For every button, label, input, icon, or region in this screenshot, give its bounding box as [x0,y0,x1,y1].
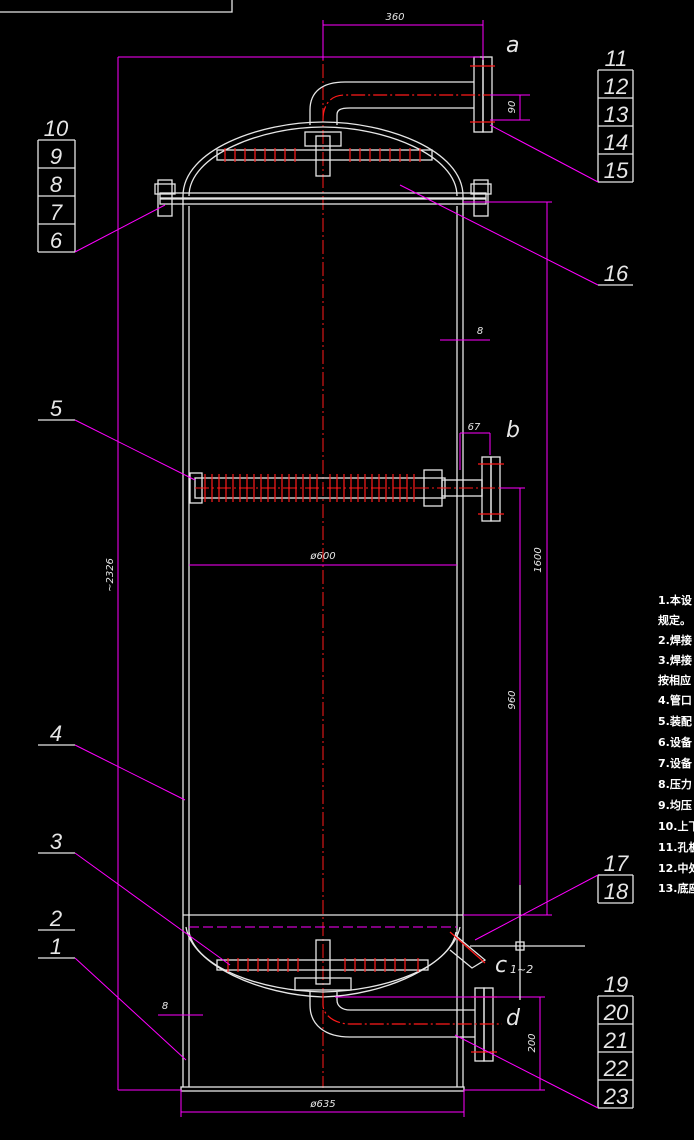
part-label-10: 10 [44,116,69,141]
right-part-labels [399,69,634,1109]
nozzle-a-pipe [309,56,495,133]
note-line: 8.压力 [658,777,692,791]
dim-360: 360 [385,12,404,23]
nozzle-label-c: c [495,953,507,978]
dim-635: ø635 [309,1099,335,1110]
part-label-1: 1 [50,934,62,959]
note-line: 2.焊接 [658,633,692,647]
part-label-22: 22 [603,1056,628,1081]
technical-notes: 1.本设 规定。 2.焊接 3.焊接 按相应 4.管口 5.装配 6.设备 7.… [658,593,694,895]
part-label-12: 12 [604,74,628,99]
part-label-9: 9 [50,144,62,169]
part-label-23: 23 [603,1084,629,1109]
note-line: 4.管口 [658,693,692,707]
part-label-13: 13 [604,102,629,127]
part-label-8: 8 [50,172,63,197]
dim-2326: ~2326 [105,558,116,592]
part-label-14: 14 [604,130,628,155]
dim-960: 960 [507,690,518,709]
dim-200: 200 [527,1033,538,1052]
note-line: 10.上下 [658,819,694,833]
part-label-7: 7 [50,200,63,225]
note-line: 11.孔板 [658,840,694,854]
nozzle-label-b: b [506,418,520,443]
nozzle-label-c-sub: 1~2 [510,963,533,976]
part-label-16: 16 [604,261,629,286]
nozzle-d-pipe [309,987,502,1062]
title-block-border [0,0,233,13]
part-label-3: 3 [50,829,63,854]
note-line: 规定。 [658,613,691,627]
dim-67: 67 [468,422,481,433]
dim-1600: 1600 [533,547,544,572]
dim-600: ø600 [309,551,335,562]
part-label-6: 6 [50,228,63,253]
left-part-labels [37,139,231,1061]
part-label-4: 4 [50,721,62,746]
part-label-18: 18 [604,879,629,904]
note-line: 12.中处 [658,861,694,875]
part-label-2: 2 [49,906,62,931]
middle-distributor [189,456,505,522]
part-label-19: 19 [604,972,628,997]
note-line: 13.底座 [658,881,694,895]
note-line: 3.焊接 [658,653,692,667]
part-label-20: 20 [603,1000,629,1025]
note-line: 5.装配 [658,714,692,728]
note-line: 6.设备 [658,735,693,749]
vessel-shell [182,196,464,1087]
note-line: 7.设备 [658,756,693,770]
nozzle-label-d: d [506,1006,521,1031]
part-label-21: 21 [603,1028,628,1053]
bottom-head [185,926,487,998]
part-label-11: 11 [605,46,628,71]
base-plate [180,1086,465,1092]
top-head [154,121,492,217]
note-line: 9.均压 [658,798,692,812]
dim-90: 90 [507,101,518,114]
part-label-5: 5 [50,396,63,421]
note-line: 按相应 [658,673,691,687]
dimension-lines [117,20,585,1117]
top-distributor [216,131,433,177]
dim-8-skirt: 8 [162,1001,168,1012]
part-label-15: 15 [604,158,629,183]
dim-8-shell: 8 [477,326,483,337]
note-line: 1.本设 [658,593,693,607]
nozzle-label-a: a [506,33,519,58]
part-label-17: 17 [604,851,629,876]
